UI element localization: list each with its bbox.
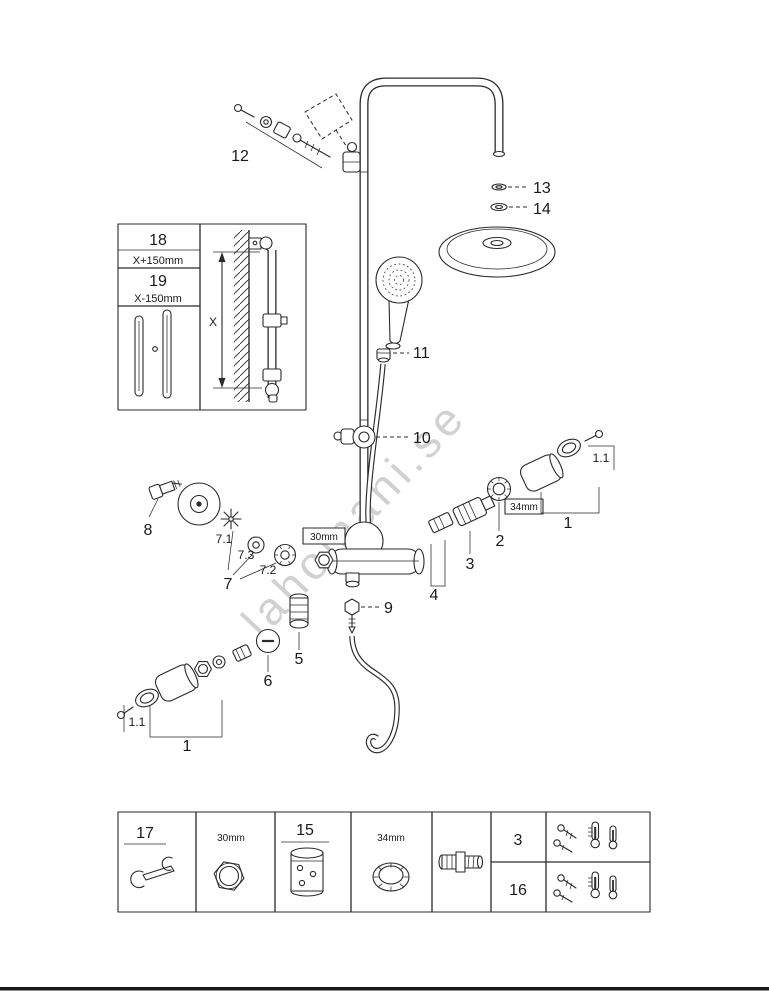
callout-7-1: 7.1 (216, 532, 233, 546)
table-item-17: 17 (136, 825, 154, 842)
callout-10: 10 (413, 430, 431, 447)
part-2-nut (486, 476, 512, 531)
callout-6: 6 (264, 673, 273, 690)
part-6-stop (255, 628, 281, 672)
callout-13: 13 (533, 180, 551, 197)
ring-34mm-icon (372, 862, 410, 892)
table-row-16: 16 (509, 882, 527, 899)
hand-shower (375, 256, 423, 350)
part-1-escutcheon-left (116, 663, 223, 738)
callout-7-3: 7.3 (238, 548, 255, 562)
callout-5: 5 (295, 651, 304, 668)
callout-8: 8 (144, 522, 153, 539)
callout-11: 11 (413, 345, 430, 362)
callout-1-1-right: 1.1 (593, 451, 610, 465)
callout-12: 12 (231, 148, 249, 165)
part-union-small (428, 512, 454, 533)
part-12-mounting-screws (233, 93, 353, 169)
inset-callout-19: 19 (149, 273, 167, 290)
nut-30mm-icon (213, 861, 245, 891)
part-3-s-union (452, 495, 496, 554)
riser-pipe (359, 77, 506, 556)
part-8-wall-union (148, 479, 221, 526)
callout-4: 4 (430, 587, 439, 604)
thermostat-valve-body (326, 521, 425, 588)
part-4-brackets (430, 540, 446, 587)
part-7-handle-group (220, 508, 297, 580)
shower-hose-lower (349, 635, 400, 754)
extension-part-icon (290, 847, 324, 897)
size-30mm-label: 30mm (310, 532, 338, 543)
pipe-bracket (342, 141, 361, 173)
part-5-cartridge (289, 593, 309, 650)
size-34mm-callout (504, 498, 544, 515)
part-13-gasket (491, 183, 529, 191)
callout-9: 9 (384, 600, 393, 617)
size-30mm-callout (302, 527, 346, 569)
size-34mm-label: 34mm (510, 502, 538, 513)
callout-3: 3 (466, 556, 475, 573)
part-1-escutcheon-right (519, 429, 615, 514)
inset-rails-box (117, 223, 307, 411)
part-9-outlet-connector (344, 598, 380, 634)
callout-1-left: 1 (183, 738, 192, 755)
wrench-icon (130, 856, 175, 889)
inset-callout-18: 18 (149, 232, 167, 249)
callout-7: 7 (224, 576, 233, 593)
shower-head (438, 226, 556, 278)
callout-1-1-left: 1.1 (129, 715, 146, 729)
table-row-3: 3 (514, 832, 523, 849)
inset-dimension-x: X (209, 315, 217, 329)
inset-offset-19: X-150mm (134, 293, 182, 305)
parts-table (117, 811, 651, 913)
connector-icon (438, 851, 484, 873)
table-ring-size: 34mm (377, 833, 405, 844)
inset-offset-18: X+150mm (133, 255, 183, 267)
part-11-hose-nut (376, 348, 409, 363)
part-14-gasket (490, 202, 529, 212)
callout-2: 2 (496, 533, 505, 550)
callout-14: 14 (533, 201, 551, 218)
part-check-valve (193, 644, 252, 677)
table-item-15: 15 (296, 822, 314, 839)
bottom-page-rule (0, 987, 769, 991)
part-10-glide-bracket (333, 425, 409, 449)
callout-7-2: 7.2 (260, 563, 277, 577)
callout-1-right: 1 (564, 515, 573, 532)
table-wrench-size: 30mm (217, 833, 245, 844)
